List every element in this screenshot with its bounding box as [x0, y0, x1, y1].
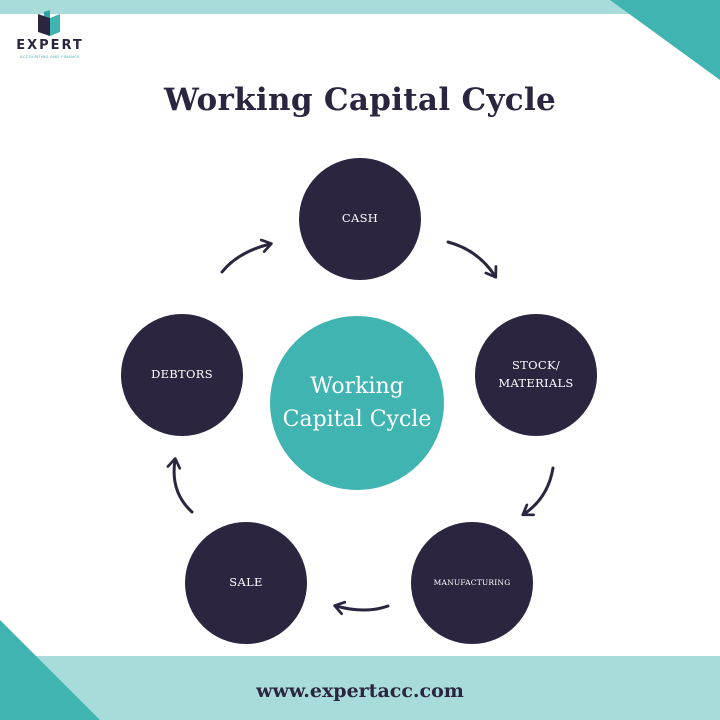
bottom-left-corner-triangle — [0, 620, 100, 720]
arrow-manufacturing-to-sale — [333, 600, 390, 616]
brand-logo[interactable]: EXPERT ACCOUNTING AND FINANCE — [8, 8, 92, 68]
cycle-node-sale: SALE — [185, 522, 307, 644]
node-label: DEBTORS — [151, 367, 213, 382]
center-label-line1: Working — [310, 374, 404, 399]
brand-tagline: ACCOUNTING AND FINANCE — [20, 55, 80, 59]
top-right-corner-triangle — [610, 0, 720, 80]
node-label: MANUFACTURING — [433, 578, 511, 588]
arrow-cash-to-stock — [446, 240, 498, 279]
node-label-line2: MATERIALS — [498, 376, 574, 390]
node-label: CASH — [341, 211, 379, 226]
footer-website-link[interactable]: www.expertacc.com — [256, 680, 464, 702]
brand-name: EXPERT — [16, 38, 84, 53]
top-accent-band — [0, 0, 720, 14]
cycle-node-manufacturing: MANUFACTURING — [411, 522, 533, 644]
arrow-stock-to-manufacturing — [521, 466, 555, 517]
logo-mark-icon — [38, 10, 60, 36]
arrow-debtors-to-cash — [220, 238, 273, 274]
cycle-node-stock-materials: STOCK/ MATERIALS — [475, 314, 597, 436]
node-label-line1: STOCK/ — [511, 358, 561, 373]
center-node: Working Capital Cycle — [270, 316, 444, 490]
node-label: SALE — [229, 575, 263, 590]
cycle-node-debtors: DEBTORS — [121, 314, 243, 436]
cycle-node-cash: CASH — [299, 158, 421, 280]
bottom-accent-band — [0, 656, 720, 720]
page-title: Working Capital Cycle — [163, 82, 557, 118]
center-label-line2: Capital Cycle — [282, 407, 432, 432]
arrow-sale-to-debtors — [166, 457, 194, 514]
